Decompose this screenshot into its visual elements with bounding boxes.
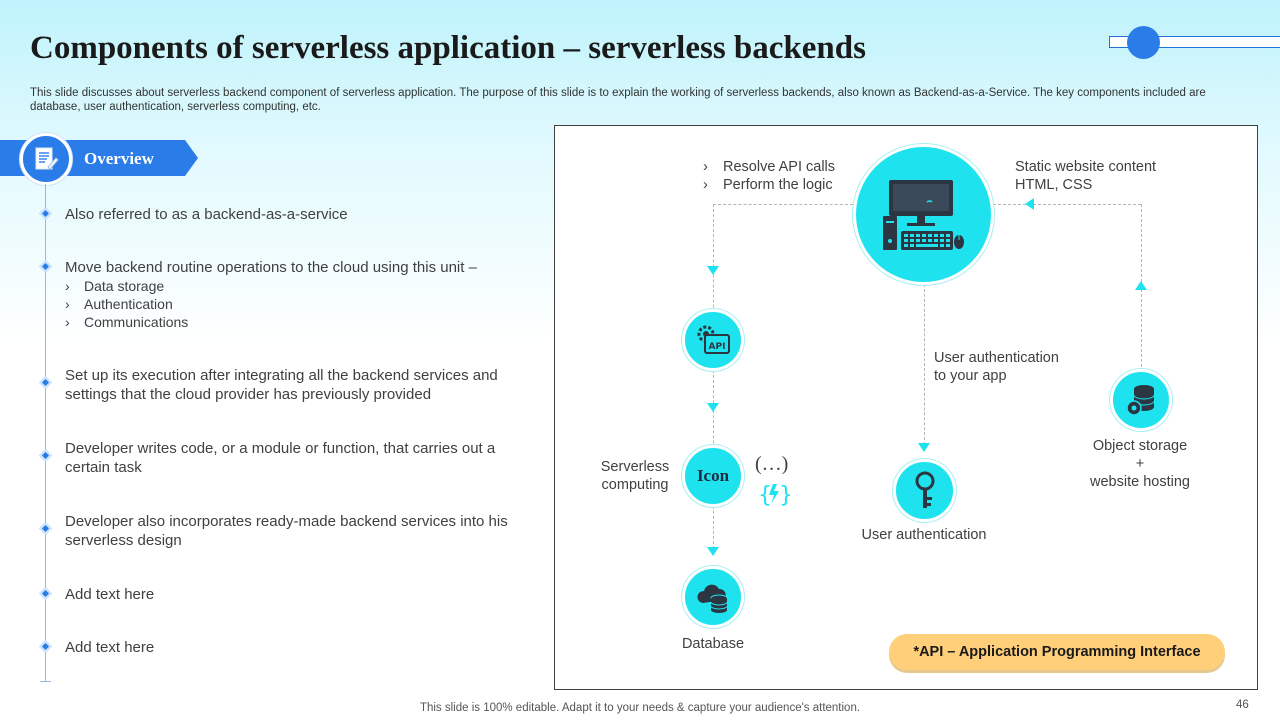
object-storage-label: Object storage + website hosting <box>1090 438 1190 490</box>
bullet-marker <box>39 207 52 220</box>
overview-bullet: Also referred to as a backend-as-a-servi… <box>65 206 348 223</box>
bullet-marker <box>39 376 52 389</box>
arrow-left <box>1025 198 1034 210</box>
overview-bullet: Set up its execution after integrating a… <box>65 367 498 403</box>
bullet-marker <box>39 449 52 462</box>
database-gear-icon <box>1110 369 1172 431</box>
timeline-line <box>45 184 46 682</box>
overview-bullet: Move backend routine operations to the c… <box>65 258 525 331</box>
overview-bullet: Add text here <box>65 586 155 603</box>
ellipsis-glyph: (…) <box>755 453 789 475</box>
bullet-marker <box>39 640 52 653</box>
timeline-end <box>40 681 51 682</box>
bullet-marker <box>39 587 52 600</box>
lambda-braces-icon: { } <box>758 480 793 513</box>
arrow-down <box>918 443 930 452</box>
svg-text:}: } <box>779 483 790 508</box>
arrow-down <box>707 403 719 412</box>
serverless-computing-label: Serverless computing <box>600 459 670 493</box>
overview-subitem: Data storage <box>65 277 525 295</box>
arrow-up <box>1135 281 1147 290</box>
footer-text: This slide is 100% editable. Adapt it to… <box>419 702 861 714</box>
overview-bullet: Developer writes code, or a module or fu… <box>65 440 496 476</box>
user-auth-flow-label: User authentication to your app <box>934 350 1059 384</box>
overview-bullet: Add text here <box>65 639 155 656</box>
decorative-slider-knob <box>1127 26 1160 59</box>
icon-node-label: Icon <box>696 466 730 485</box>
api-calls-item: Resolve API calls <box>703 158 863 176</box>
cloud-database-icon <box>682 566 744 628</box>
arrow-down <box>707 547 719 556</box>
svg-text:API: API <box>709 342 726 352</box>
connector-line <box>993 204 1141 205</box>
page-title: Components of serverless application – s… <box>30 30 866 66</box>
overview-bullet: Developer also incorporates ready-made b… <box>65 513 508 549</box>
page-subtitle: This slide discusses about serverless ba… <box>30 87 1206 113</box>
bullet-marker <box>39 260 52 273</box>
database-label: Database <box>681 636 745 652</box>
api-definition-note: *API – Application Programming Interface <box>889 634 1225 670</box>
page-number: 46 <box>1236 699 1249 711</box>
api-calls-list: Resolve API calls Perform the logic <box>703 158 863 194</box>
static-content-label: Static website content HTML, CSS <box>1015 159 1157 193</box>
serverless-compute-node: Icon <box>682 445 744 507</box>
key-icon <box>893 459 956 522</box>
bullet-marker <box>39 522 52 535</box>
connector-line <box>713 204 853 205</box>
document-edit-icon <box>20 133 72 185</box>
api-gear-icon: API <box>682 309 744 371</box>
connector-line <box>713 204 714 554</box>
arrow-down <box>707 266 719 275</box>
desktop-computer-icon <box>853 144 994 285</box>
overview-label: Overview <box>84 149 154 168</box>
user-authentication-label: User authentication <box>861 527 987 543</box>
connector-line <box>924 284 925 450</box>
overview-subitem: Authentication <box>65 295 525 313</box>
svg-text:{: { <box>758 483 772 508</box>
overview-subitem: Communications <box>65 313 525 331</box>
api-calls-item: Perform the logic <box>703 176 863 194</box>
